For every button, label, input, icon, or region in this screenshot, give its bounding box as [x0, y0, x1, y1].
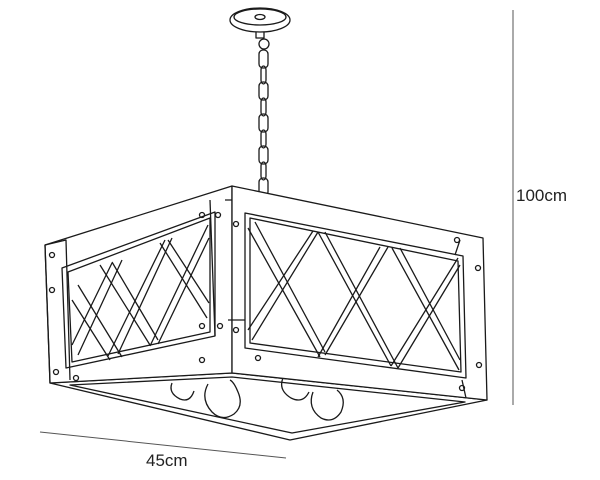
bolt-icon [48, 286, 56, 294]
bolt-icon [474, 264, 482, 272]
chain-link [260, 129, 267, 149]
chain-link [260, 97, 267, 117]
bolt-icon [198, 322, 206, 330]
left-face [44, 185, 233, 384]
height-label: 100cm [516, 186, 568, 205]
bolt-icon [72, 374, 80, 382]
bolt-icon [198, 211, 206, 219]
bolt-icon [216, 322, 224, 330]
chain-link [258, 49, 269, 69]
bolt-icon [48, 251, 56, 259]
bolt-icon [475, 361, 483, 369]
corner-bolts [48, 211, 483, 392]
bolt-icon [458, 384, 466, 392]
chain-link [260, 161, 267, 181]
bolt-icon [214, 211, 222, 219]
bolt-icon [52, 368, 60, 376]
chain-link [258, 81, 269, 101]
chain-link [258, 145, 269, 165]
ceiling-canopy [229, 7, 291, 50]
width-dimension-line [39, 431, 287, 459]
bolt-icon [254, 354, 262, 362]
bolt-icon [198, 356, 206, 364]
bolt-icon [232, 220, 240, 228]
chain-link [258, 113, 269, 133]
bulbs [170, 377, 344, 421]
width-label: 45cm [146, 451, 188, 470]
right-face [225, 185, 488, 401]
bolt-icon [232, 326, 240, 334]
bolt-icon [453, 236, 461, 244]
chain-link [260, 65, 267, 85]
